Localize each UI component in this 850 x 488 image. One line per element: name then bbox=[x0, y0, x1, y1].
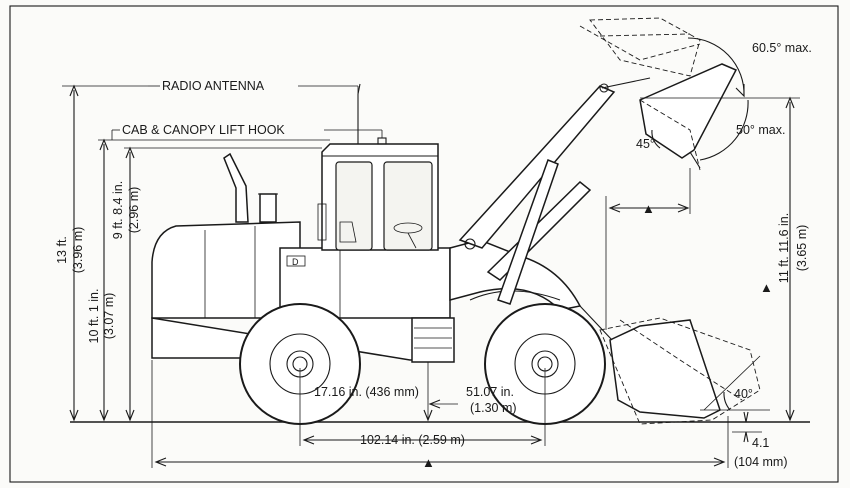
hand-rail bbox=[317, 203, 327, 241]
label-angle-50: 50° max. bbox=[736, 123, 785, 137]
exhaust-stack bbox=[223, 152, 249, 223]
label-wheelbase: 102.14 in. (2.59 m) bbox=[360, 433, 465, 447]
engine-block bbox=[411, 317, 455, 363]
diagram-border bbox=[9, 5, 839, 483]
label-radio-antenna: RADIO ANTENNA bbox=[162, 79, 265, 93]
lift-cylinder bbox=[497, 159, 559, 305]
label-height-13ft-m: (3.96 m) bbox=[71, 227, 85, 274]
label-angle-40: 40° bbox=[734, 387, 753, 401]
right-dimensions bbox=[605, 37, 800, 443]
height-dimensions bbox=[62, 84, 330, 422]
label-height-10ft: 10 ft. 1 in. bbox=[87, 289, 101, 344]
label-dig-depth: 4.1 bbox=[752, 436, 769, 450]
label-height-9ft: 9 ft. 8.4 in. bbox=[111, 181, 125, 239]
label-angle-45: 45° bbox=[636, 137, 655, 151]
label-clearance: 17.16 in. (436 mm) bbox=[314, 385, 419, 399]
lowered-bucket bbox=[609, 319, 721, 419]
arc-605 bbox=[687, 37, 745, 97]
engine-hood bbox=[151, 221, 301, 319]
label-height-9ft-m: (2.96 m) bbox=[127, 187, 141, 234]
arc-45 bbox=[651, 129, 661, 149]
label-dig-depth-mm: (104 mm) bbox=[734, 455, 787, 469]
marker-length-triangle: ▲ bbox=[422, 455, 435, 470]
raised-bucket bbox=[639, 63, 738, 159]
cab-front-window bbox=[383, 161, 433, 251]
label-axle-offset-m: (1.30 m) bbox=[470, 401, 517, 415]
bucket-rollback-outline bbox=[589, 17, 701, 77]
operator-seat bbox=[339, 221, 357, 243]
marker-height-triangle: ▲ bbox=[760, 280, 773, 295]
marker-reach-triangle: ▲ bbox=[642, 201, 655, 216]
bottom-dimensions bbox=[151, 360, 729, 468]
label-angle-605: 60.5° max. bbox=[752, 41, 812, 55]
arc-40 bbox=[723, 391, 731, 411]
arc-50 bbox=[699, 99, 749, 161]
label-height-13ft: 13 ft. bbox=[55, 236, 69, 264]
label-height-11ft: 11 ft. 11.6 in. bbox=[777, 213, 791, 283]
loader-machine: D bbox=[151, 17, 761, 425]
lift-hook bbox=[377, 137, 387, 145]
air-cleaner bbox=[259, 193, 277, 223]
cab-side-window bbox=[335, 161, 373, 251]
label-height-10ft-m: (3.07 m) bbox=[102, 293, 116, 340]
label-height-11ft-m: (3.65 m) bbox=[795, 225, 809, 272]
svg-text:D: D bbox=[292, 257, 299, 267]
label-axle-offset: 51.07 in. bbox=[466, 385, 514, 399]
label-cab-hook: CAB & CANOPY LIFT HOOK bbox=[122, 123, 285, 137]
